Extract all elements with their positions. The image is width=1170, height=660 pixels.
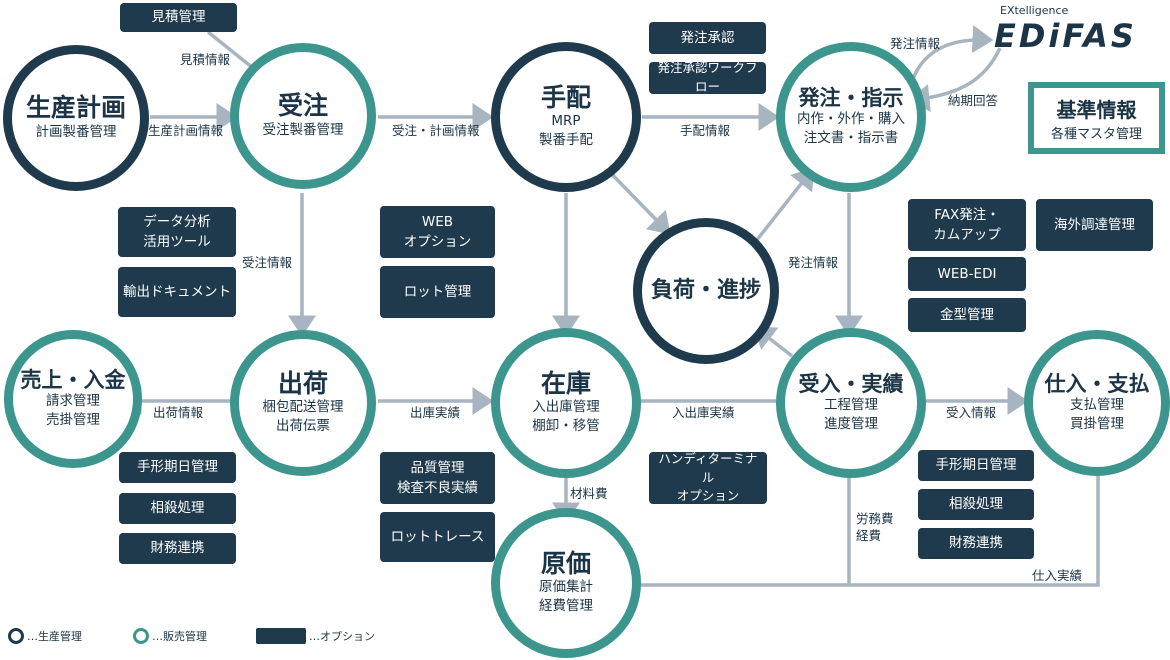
option-lot-trace[interactable]: ロットトレース [380,512,495,562]
option-sousai-right[interactable]: 相殺処理 [918,489,1034,520]
hatchu-shiji-node[interactable]: 発注・指示 内作・外作・購入 注文書・指示書 [776,42,926,192]
kijun-joho-sub: 各種マスタ管理 [1050,127,1142,142]
legend-option: …オプション [256,628,375,644]
shiire-shiharai-title: 仕入・支払 [1044,372,1150,397]
kijun-joho-title: 基準情報 [1056,98,1137,122]
zaiko-title: 在庫 [540,368,591,398]
label-roumuhi-keihi: 労務費 経費 [856,511,894,543]
label-shukka-joho: 出荷情報 [153,405,204,420]
option-fax[interactable]: FAX発注・ カムアップ [908,199,1026,251]
option-web[interactable]: WEB オプション [380,206,495,258]
ukeire-jisseki-node[interactable]: 受入・実績 工程管理 進度管理 [776,328,926,478]
tehai-title: 手配 [540,82,591,112]
option-zaimu-right[interactable]: 財務連携 [918,528,1034,559]
legend-sales-ring [133,628,149,644]
tehai-node[interactable]: 手配 MRP 製番手配 [491,42,641,192]
genka-title: 原価 [540,548,591,578]
hatchu-shiji-sub-2: 注文書・指示書 [803,130,899,147]
option-yushutsu-document[interactable]: 輸出ドキュメント [118,267,236,317]
legend-production-label: …生産管理 [27,630,82,643]
option-web-edi[interactable]: WEB-EDI [908,257,1026,291]
seisan-keikaku-node[interactable]: 生産計画 計画製番管理 [3,45,149,191]
label-juchu-joho: 受注情報 [242,255,293,270]
ukeire-jisseki-title: 受入・実績 [798,372,904,397]
kijun-joho-box[interactable]: 基準情報 各種マスタ管理 [1028,82,1165,154]
legend-option-label: …オプション [309,630,375,643]
edifas-logo: EDiFAS [994,17,1137,55]
label-hatchu-joho-edi: 発注情報 [890,36,941,51]
option-tegata-right[interactable]: 手形期日管理 [918,450,1034,481]
juchu-title: 受注 [277,91,328,121]
tehai-sub-1: MRP [551,113,581,130]
legend-production: …生産管理 [8,628,82,644]
juchu-node[interactable]: 受注 受注製番管理 [230,43,376,189]
legend-option-box [256,628,306,644]
legend-sales-label: …販売管理 [152,630,207,643]
arrow-edifas-hatchu [908,47,1002,113]
option-hinshitsu[interactable]: 品質管理 検査不良実績 [380,452,495,504]
shiire-shiharai-sub-1: 支払管理 [1070,397,1124,414]
uriage-nyukin-sub-1: 請求管理 [46,393,100,410]
genka-sub-2: 経費管理 [539,598,593,615]
label-shukko-jisseki: 出庫実績 [410,405,461,420]
fuka-shinchoku-title: 負荷・進捗 [650,278,761,304]
zaiko-sub-1: 入出庫管理 [532,399,600,416]
hatchu-shiji-title: 発注・指示 [798,86,904,111]
fuka-shinchoku-node[interactable]: 負荷・進捗 [633,218,779,364]
seisan-keikaku-sub-1: 計画製番管理 [35,123,117,140]
label-seisan-keikaku-joho: 生産計画情報 [148,123,224,138]
shiire-shiharai-sub-2: 買掛管理 [1070,416,1124,433]
juchu-sub-1: 受注製番管理 [262,121,344,138]
label-ukeire-joho: 受入情報 [946,405,997,420]
hatchu-shiji-sub-1: 内作・外作・購入 [797,111,905,128]
ukeire-jisseki-sub-1: 工程管理 [824,397,878,414]
uriage-nyukin-node[interactable]: 売上・入金 請求管理 売掛管理 [4,330,142,468]
edifas-logo-small: EXtelligence [1000,4,1069,17]
uriage-nyukin-sub-2: 売掛管理 [46,412,100,429]
label-nyushukko-jisseki: 入出庫実績 [672,405,735,420]
label-shiire-jisseki: 仕入実績 [1032,568,1083,583]
genka-sub-1: 原価集計 [539,579,593,596]
option-tegata-left[interactable]: 手形期日管理 [119,452,236,483]
option-mitsumori[interactable]: 見積管理 [120,3,237,32]
arrow-shiire-genka [610,470,1100,599]
option-kaigai[interactable]: 海外調達管理 [1036,199,1153,251]
option-handy-terminal[interactable]: ハンディターミナル オプション [649,451,767,504]
ukeire-jisseki-sub-2: 進度管理 [824,416,878,433]
shukka-title: 出荷 [277,368,328,398]
shiire-shiharai-node[interactable]: 仕入・支払 支払管理 買掛管理 [1024,330,1170,476]
zaiko-node[interactable]: 在庫 入出庫管理 棚卸・移管 [491,328,641,478]
option-zaimu-left[interactable]: 財務連携 [119,533,236,564]
shukka-sub-1: 梱包配送管理 [262,399,344,416]
option-lot[interactable]: ロット管理 [380,266,495,318]
legend-production-ring [8,628,24,644]
label-nouki-kaito: 納期回答 [948,93,999,108]
label-zairyohi: 材料費 [570,486,608,501]
option-kanagata[interactable]: 金型管理 [908,298,1026,332]
tehai-sub-2: 製番手配 [539,132,593,149]
label-mitsumori-joho: 見積情報 [180,52,231,67]
option-sousai-left[interactable]: 相殺処理 [119,493,236,524]
option-data-bunseki[interactable]: データ分析 活用ツール [118,207,236,257]
seisan-keikaku-title: 生産計画 [25,93,126,123]
shukka-node[interactable]: 出荷 梱包配送管理 出荷伝票 [230,330,376,476]
option-hatchu-workflow[interactable]: 発注承認ワークフロー [649,60,766,94]
label-tehai-joho: 手配情報 [680,123,731,138]
label-juchu-keikaku-joho: 受注・計画情報 [392,123,480,138]
legend-sales: …販売管理 [133,628,207,644]
genka-node[interactable]: 原価 原価集計 経費管理 [491,508,641,658]
option-hatchu-shonin[interactable]: 発注承認 [649,22,766,54]
zaiko-sub-2: 棚卸・移管 [532,418,600,435]
uriage-nyukin-title: 売上・入金 [20,368,126,393]
shukka-sub-2: 出荷伝票 [276,418,330,435]
label-hatchu-joho-down: 発注情報 [788,255,839,270]
